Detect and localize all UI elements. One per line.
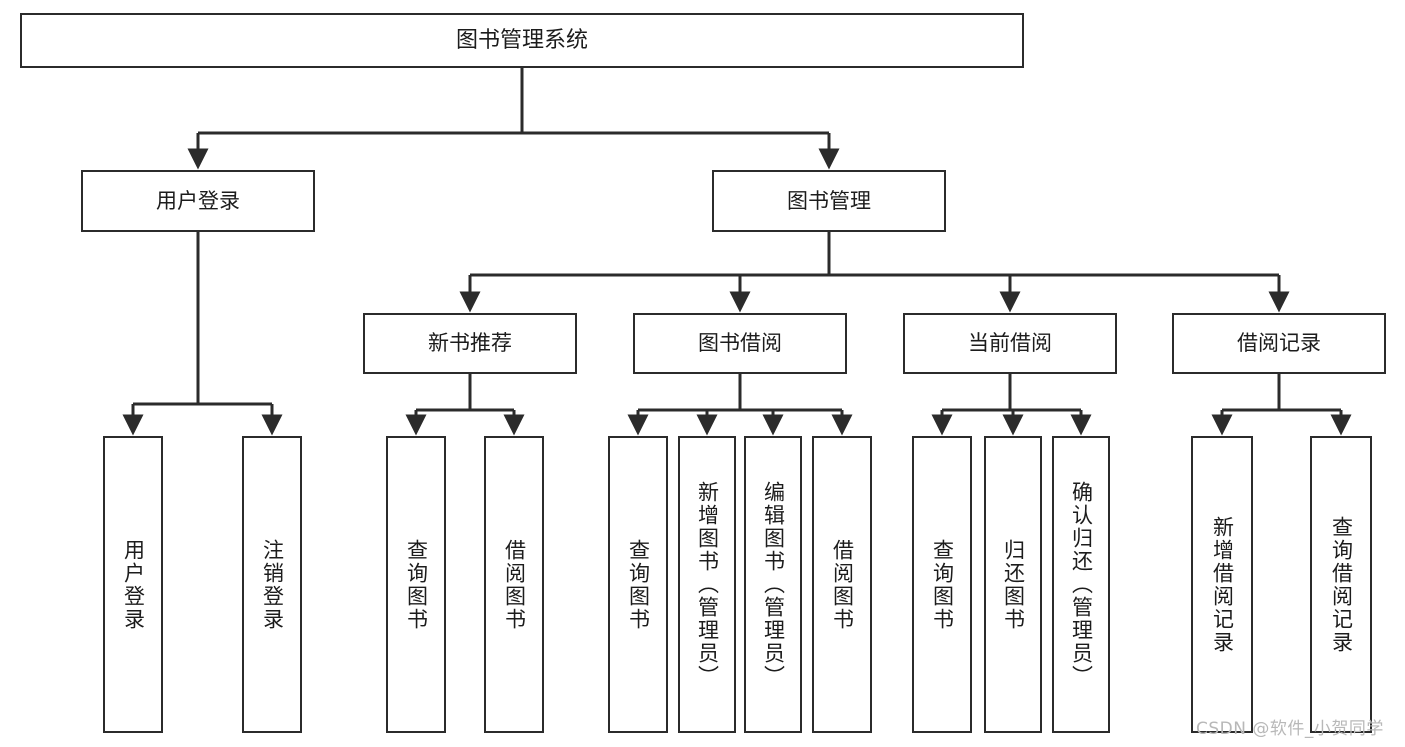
node-label: 查询图书	[404, 538, 429, 631]
node-label: 用户登录	[121, 538, 146, 631]
node-label: 查询借阅记录	[1329, 515, 1354, 654]
node-new-book-recommend[interactable]: 新书推荐	[363, 313, 577, 374]
leaf-borrow-book[interactable]: 借阅图书	[812, 436, 872, 733]
node-label: 注销登录	[260, 538, 285, 631]
node-label: 确认归还（管理员）	[1069, 481, 1094, 688]
node-root-system[interactable]: 图书管理系统	[20, 13, 1024, 68]
node-label: 图书管理	[787, 188, 871, 213]
node-label: 用户登录	[156, 188, 240, 213]
leaf-user-login[interactable]: 用户登录	[103, 436, 163, 733]
node-label: 归还图书	[1001, 538, 1026, 631]
node-current-borrow[interactable]: 当前借阅	[903, 313, 1117, 374]
node-label: 查询图书	[930, 538, 955, 631]
node-borrow-record[interactable]: 借阅记录	[1172, 313, 1386, 374]
leaf-logout[interactable]: 注销登录	[242, 436, 302, 733]
leaf-query-book-borrow[interactable]: 查询图书	[608, 436, 668, 733]
leaf-edit-book-admin[interactable]: 编辑图书（管理员）	[744, 436, 802, 733]
node-label: 图书管理系统	[455, 27, 588, 53]
leaf-return-book[interactable]: 归还图书	[984, 436, 1042, 733]
node-label: 查询图书	[626, 538, 651, 631]
node-label: 当前借阅	[968, 331, 1052, 356]
node-label: 新增借阅记录	[1210, 515, 1235, 654]
node-label: 借阅图书	[502, 538, 527, 631]
node-label: 借阅图书	[830, 538, 855, 631]
node-book-management[interactable]: 图书管理	[712, 170, 946, 232]
node-book-borrow[interactable]: 图书借阅	[633, 313, 847, 374]
leaf-query-book-current[interactable]: 查询图书	[912, 436, 972, 733]
node-label: 编辑图书（管理员）	[761, 481, 786, 688]
node-label: 借阅记录	[1237, 331, 1321, 356]
leaf-borrow-book-recommend[interactable]: 借阅图书	[484, 436, 544, 733]
leaf-confirm-return-admin[interactable]: 确认归还（管理员）	[1052, 436, 1110, 733]
leaf-add-borrow-record[interactable]: 新增借阅记录	[1191, 436, 1253, 733]
leaf-query-book-recommend[interactable]: 查询图书	[386, 436, 446, 733]
leaf-add-book-admin[interactable]: 新增图书（管理员）	[678, 436, 736, 733]
node-user-login[interactable]: 用户登录	[81, 170, 315, 232]
leaf-query-borrow-record[interactable]: 查询借阅记录	[1310, 436, 1372, 733]
node-label: 新书推荐	[428, 331, 512, 356]
node-label: 新增图书（管理员）	[695, 481, 720, 688]
node-label: 图书借阅	[698, 331, 782, 356]
